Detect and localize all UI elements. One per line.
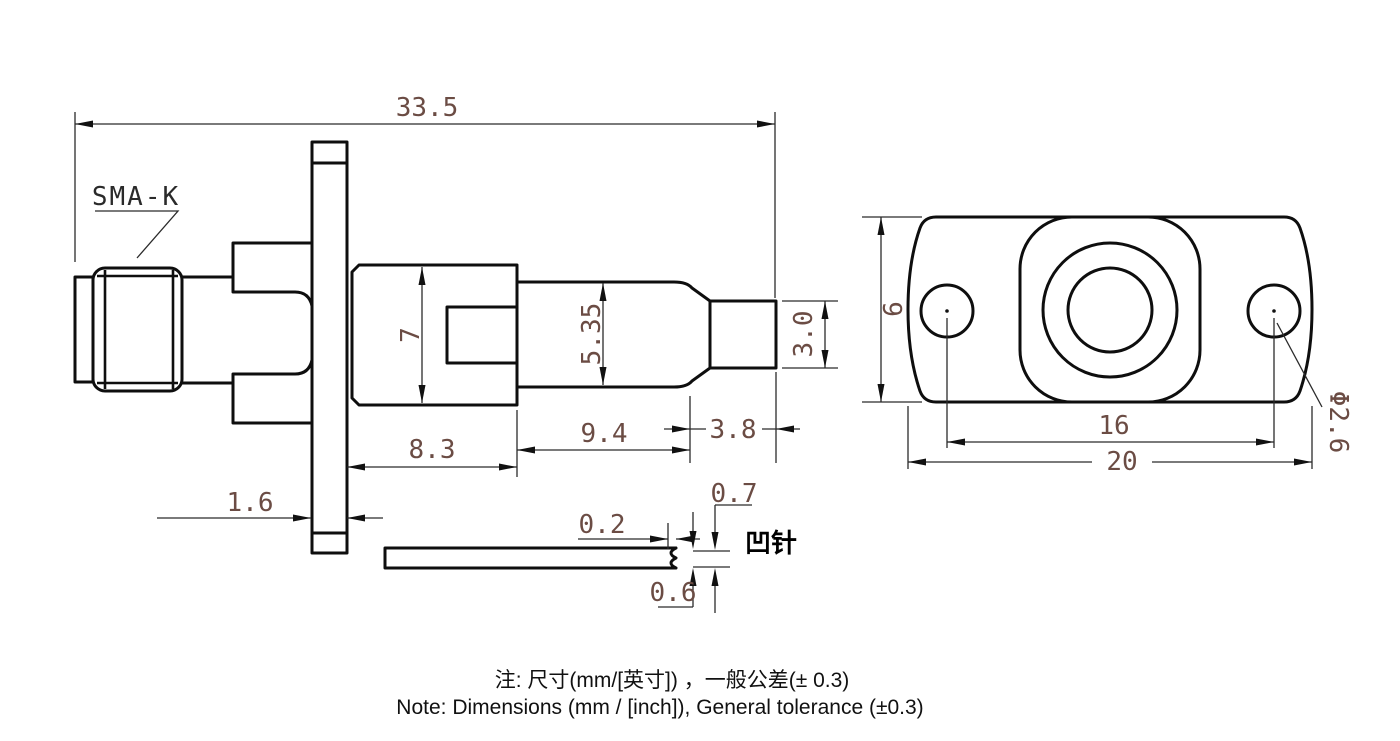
dim-pin-lower: 0.6	[650, 578, 697, 608]
hex-nut	[91, 266, 184, 393]
dim-33-5-arrow-left	[75, 120, 93, 128]
inner-bore-circle	[1066, 266, 1154, 354]
side-view-geometry	[73, 140, 778, 570]
dim-20-arrow-left	[908, 458, 926, 466]
dim-1-6-arrow-left	[293, 514, 311, 522]
dim-0-6-arrow-a	[689, 568, 697, 586]
lower-ear	[231, 358, 314, 425]
dim-9-4-arrow-left	[517, 446, 535, 454]
neck	[180, 275, 235, 385]
dim-5-35-arrow-top	[599, 283, 607, 301]
dim-0-7-lines	[692, 504, 752, 532]
hex-nut-chamfer-lines	[97, 274, 178, 385]
dim-6-lines	[862, 216, 922, 403]
hex-nut-flat-lines	[103, 270, 175, 389]
dim-pin-recess: 0.2	[579, 510, 626, 540]
sma-k-leader-line	[95, 210, 180, 259]
dim-hole-diameter: Φ2.6	[1323, 391, 1353, 454]
flange-face-outline	[906, 215, 1314, 404]
notes-block: 注: 尺寸(mm/[英寸]) ，一般公差(± 0.3) Note: Dimens…	[396, 669, 923, 719]
dim-3-0-arrow-bottom	[821, 350, 829, 368]
dim-3-0-arrow-top	[821, 301, 829, 319]
mid-section-and-tip	[515, 280, 778, 389]
dim-20-arrow-right	[1294, 458, 1312, 466]
dim-3-8-arrow-right	[776, 425, 794, 433]
pin-slot-lines	[693, 550, 730, 568]
dim-16-arrow-left	[947, 438, 965, 446]
dim-mid-length: 9.4	[581, 419, 628, 449]
hole-center-mark-right	[1272, 309, 1276, 313]
side-view-dimensions: 33.5 SMA-K 7 5.35 3.0 8.3 9.4 3.8	[74, 93, 838, 613]
dim-0-7-arrow-a	[689, 531, 697, 549]
dim-tip-diameter: 3.0	[789, 311, 819, 358]
dim-33-5-lines	[74, 112, 776, 298]
dim-0-6-arrow-b	[711, 568, 719, 586]
dim-0-2-arrow-left	[650, 535, 668, 543]
connector-type-label: SMA-K	[92, 182, 180, 212]
end-view-dimensions: 6 16 20 Φ2.6	[862, 216, 1353, 477]
hole-center-mark-left	[945, 309, 949, 313]
dim-hole-dia-leader	[1276, 322, 1323, 408]
dim-9-4-arrow-right	[672, 446, 690, 454]
dim-0-7-arrow-b	[711, 532, 719, 550]
dim-16-arrow-right	[1256, 438, 1274, 446]
dim-flange-width: 20	[1106, 447, 1137, 477]
upper-ear	[231, 241, 314, 308]
dim-33-5-arrow-right	[757, 120, 775, 128]
dim-8-3-arrow-right	[499, 463, 517, 471]
connector-end-cap	[73, 275, 95, 384]
dim-5-35-arrow-bottom	[599, 367, 607, 385]
dim-8-3-arrow-left	[347, 463, 365, 471]
flange-plate	[310, 140, 349, 555]
pin-detail-bar	[383, 546, 678, 570]
dim-overall-length: 33.5	[396, 93, 459, 123]
dim-hole-spacing: 16	[1098, 411, 1129, 441]
dim-0-2-arrow-right	[676, 535, 694, 543]
body-cylinder	[350, 263, 519, 407]
outer-bore-circle	[1041, 241, 1179, 379]
dim-1-6-arrow-right	[347, 514, 365, 522]
note-line-english: Note: Dimensions (mm / [inch]), General …	[396, 696, 923, 719]
dim-20-lines	[907, 406, 1313, 469]
body-notch	[445, 305, 519, 365]
flange-plate-tab-lines	[310, 161, 349, 535]
dim-body-diameter: 7	[396, 327, 426, 343]
dim-pin-upper: 0.7	[711, 479, 758, 509]
dim-0-6-lines	[658, 586, 716, 613]
dim-mid-diameter: 5.35	[577, 303, 607, 366]
dim-7-arrow-bottom	[418, 385, 426, 403]
center-boss	[1018, 215, 1202, 404]
dim-6-arrow-bottom	[877, 384, 885, 402]
note-line-chinese: 注: 尺寸(mm/[英寸]) ，一般公差(± 0.3)	[495, 669, 850, 692]
dim-6-arrow-top	[877, 217, 885, 235]
dim-16-lines	[946, 318, 1275, 448]
dim-8-3-lines	[347, 410, 518, 477]
dim-flange-height: 6	[879, 301, 909, 317]
dim-7-arrow-top	[418, 267, 426, 285]
dim-3-8-arrow-left	[672, 425, 690, 433]
end-view-geometry	[906, 215, 1314, 404]
dim-tip-length: 3.8	[710, 415, 757, 445]
dim-flange-thickness: 1.6	[227, 488, 274, 518]
dim-body-length: 8.3	[409, 435, 456, 465]
recessed-pin-label: 凹针	[745, 528, 797, 558]
